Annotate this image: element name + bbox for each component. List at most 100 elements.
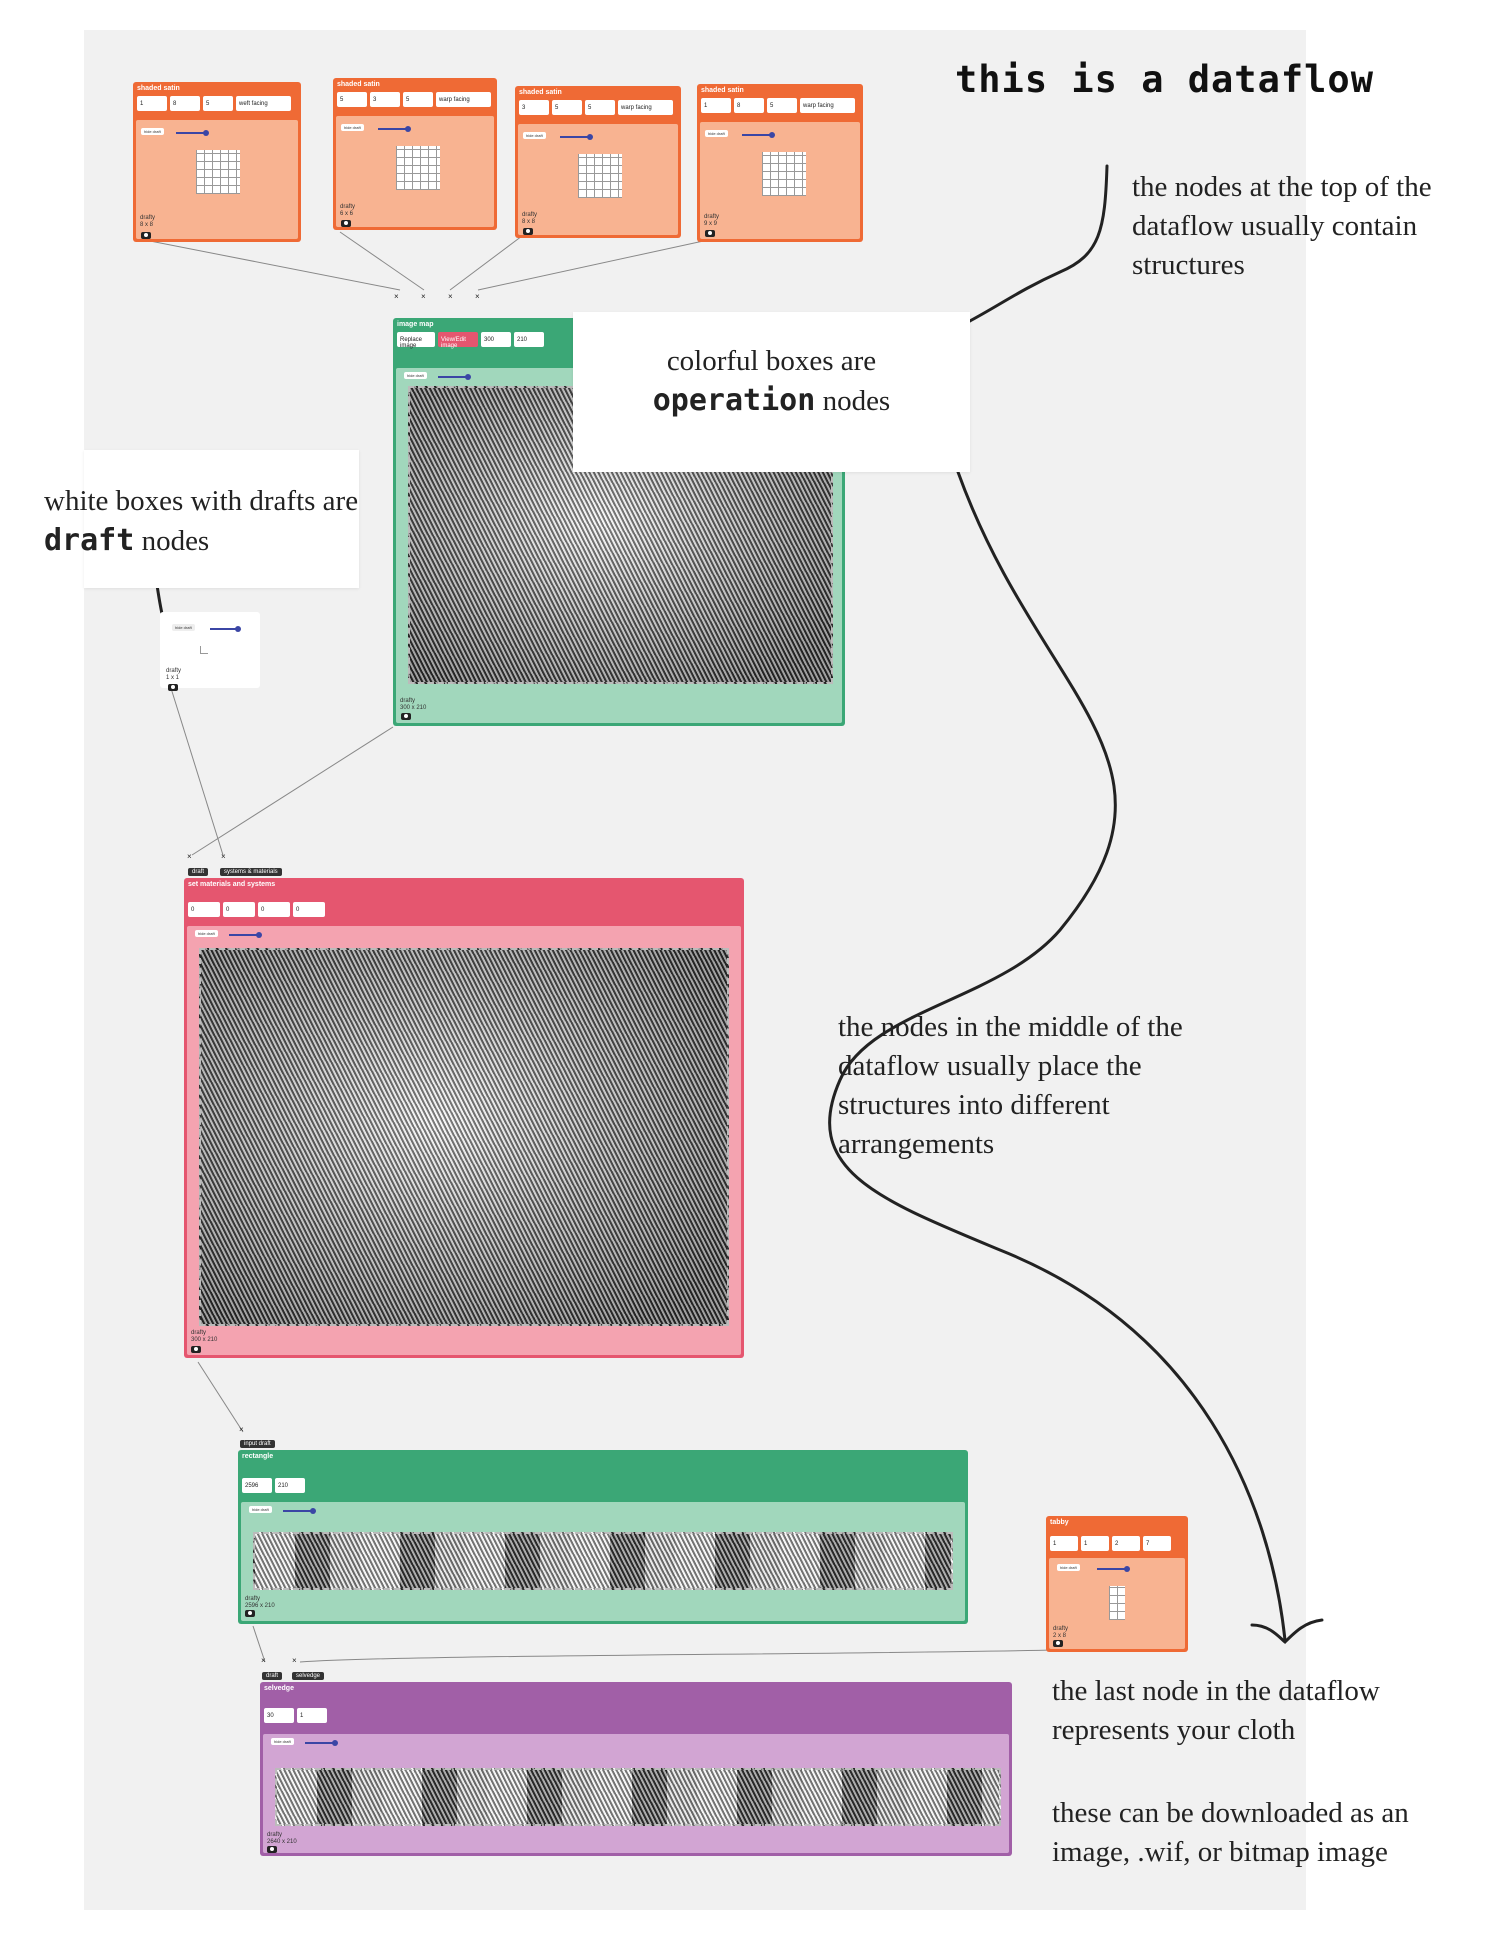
param-field[interactable]: 5: [403, 92, 433, 107]
replace-image-button[interactable]: Replace image: [397, 332, 435, 349]
keyword: draft: [44, 523, 135, 558]
close-icon[interactable]: ×: [221, 852, 226, 861]
param-field[interactable]: 1: [1050, 1536, 1078, 1551]
node-shaded-satin-1[interactable]: shaded satin 1 8 5 weft facing hide draf…: [133, 82, 301, 242]
param-field[interactable]: 5: [767, 98, 797, 113]
hide-draft-button[interactable]: hide draft: [705, 130, 728, 137]
param-field[interactable]: 1: [297, 1708, 327, 1723]
hide-draft-button[interactable]: hide draft: [1057, 1564, 1080, 1571]
inlet-input-draft[interactable]: input draft: [240, 1440, 275, 1448]
param-select[interactable]: weft facing: [236, 96, 291, 111]
width-field[interactable]: 2596: [242, 1478, 272, 1493]
param-field[interactable]: 1: [137, 96, 167, 111]
close-icon[interactable]: ×: [292, 1656, 297, 1665]
woven-image-draft: [275, 1768, 1001, 1826]
param-field[interactable]: 3: [370, 92, 400, 107]
width-field[interactable]: 300: [481, 332, 511, 347]
param-field[interactable]: 1: [701, 98, 731, 113]
zoom-slider[interactable]: [229, 932, 262, 938]
inlet-draft[interactable]: draft: [188, 868, 209, 876]
view-edit-image-button[interactable]: View/Edit image: [438, 332, 478, 349]
close-icon[interactable]: ×: [475, 292, 480, 301]
eye-icon[interactable]: [168, 684, 178, 691]
height-field[interactable]: 210: [275, 1478, 305, 1493]
height-field[interactable]: 210: [514, 332, 544, 347]
param-field[interactable]: 8: [734, 98, 764, 113]
eye-icon[interactable]: [141, 232, 151, 239]
param-field[interactable]: 5: [203, 96, 233, 111]
inlet-draft[interactable]: draft: [262, 1672, 283, 1680]
eye-icon[interactable]: [191, 1346, 201, 1353]
hide-draft-button[interactable]: hide draft: [523, 132, 546, 139]
param-field[interactable]: 0: [258, 902, 290, 917]
eye-icon[interactable]: [401, 713, 411, 720]
close-icon[interactable]: ×: [187, 852, 192, 861]
drafty-text: drafty: [267, 1832, 283, 1838]
node-title: shaded satin: [337, 81, 380, 88]
zoom-slider[interactable]: [438, 374, 471, 380]
param-field[interactable]: 5: [585, 100, 615, 115]
node-set-materials-and-systems[interactable]: set materials and systems 0 0 0 0 hide d…: [184, 878, 744, 1358]
eye-icon[interactable]: [341, 220, 351, 227]
drafty-text: drafty: [245, 1596, 261, 1602]
close-icon[interactable]: ×: [448, 292, 453, 301]
drafty-text: drafty: [522, 212, 538, 218]
close-icon[interactable]: ×: [394, 292, 399, 301]
close-icon[interactable]: ×: [421, 292, 426, 301]
param-field[interactable]: 5: [552, 100, 582, 115]
param-field[interactable]: 2: [1112, 1536, 1140, 1551]
param-field[interactable]: 3: [519, 100, 549, 115]
zoom-slider[interactable]: [305, 1740, 338, 1746]
drafty-text: drafty: [140, 215, 156, 221]
hide-draft-button[interactable]: hide draft: [341, 124, 364, 131]
hide-draft-button[interactable]: hide draft: [141, 128, 164, 135]
close-icon[interactable]: ×: [239, 1425, 244, 1434]
inlet-systems-materials[interactable]: systems & materials: [220, 868, 282, 876]
param-field[interactable]: 0: [223, 902, 255, 917]
param-field[interactable]: 5: [337, 92, 367, 107]
param-field[interactable]: 0: [188, 902, 220, 917]
param-select[interactable]: warp facing: [618, 100, 673, 115]
param-field[interactable]: 8: [170, 96, 200, 111]
zoom-slider[interactable]: [378, 126, 411, 132]
zoom-slider[interactable]: [560, 134, 593, 140]
param-field[interactable]: 0: [293, 902, 325, 917]
param-field[interactable]: 7: [1143, 1536, 1171, 1551]
hide-draft-button[interactable]: hide draft: [249, 1506, 272, 1513]
zoom-slider[interactable]: [283, 1508, 316, 1514]
zoom-slider[interactable]: [1097, 1566, 1130, 1572]
node-shaded-satin-2[interactable]: shaded satin 5 3 5 warp facing hide draf…: [333, 78, 497, 230]
hide-draft-button[interactable]: hide draft: [404, 372, 427, 379]
node-shaded-satin-4[interactable]: shaded satin 1 8 5 warp facing hide draf…: [697, 84, 863, 242]
hide-draft-button[interactable]: hide draft: [271, 1738, 294, 1745]
eye-icon[interactable]: [705, 230, 715, 237]
zoom-slider[interactable]: [210, 626, 241, 632]
zoom-slider[interactable]: [176, 130, 209, 136]
eye-icon[interactable]: [1053, 1640, 1063, 1647]
eye-icon[interactable]: [267, 1846, 277, 1853]
param-field[interactable]: 1: [1081, 1536, 1109, 1551]
param-select[interactable]: warp facing: [800, 98, 855, 113]
draft-size: 8 x 8: [140, 222, 154, 228]
zoom-slider[interactable]: [742, 132, 775, 138]
hide-draft-button[interactable]: hide draft: [195, 930, 218, 937]
eye-icon[interactable]: [523, 228, 533, 235]
param-field[interactable]: 30: [264, 1708, 294, 1723]
node-shaded-satin-3[interactable]: shaded satin 3 5 5 warp facing hide draf…: [515, 86, 681, 238]
note-download: these can be downloaded as an image, .wi…: [1052, 1797, 1409, 1868]
node-title: image map: [397, 321, 434, 328]
close-icon[interactable]: ×: [261, 1656, 266, 1665]
draft-size: 2640 x 210: [267, 1839, 297, 1845]
edges: [144, 231, 1059, 1663]
hide-draft-button[interactable]: hide draft: [172, 624, 195, 631]
eye-icon[interactable]: [245, 1610, 255, 1617]
param-select[interactable]: warp facing: [436, 92, 491, 107]
inlet-selvedge[interactable]: selvedge: [292, 1672, 325, 1680]
